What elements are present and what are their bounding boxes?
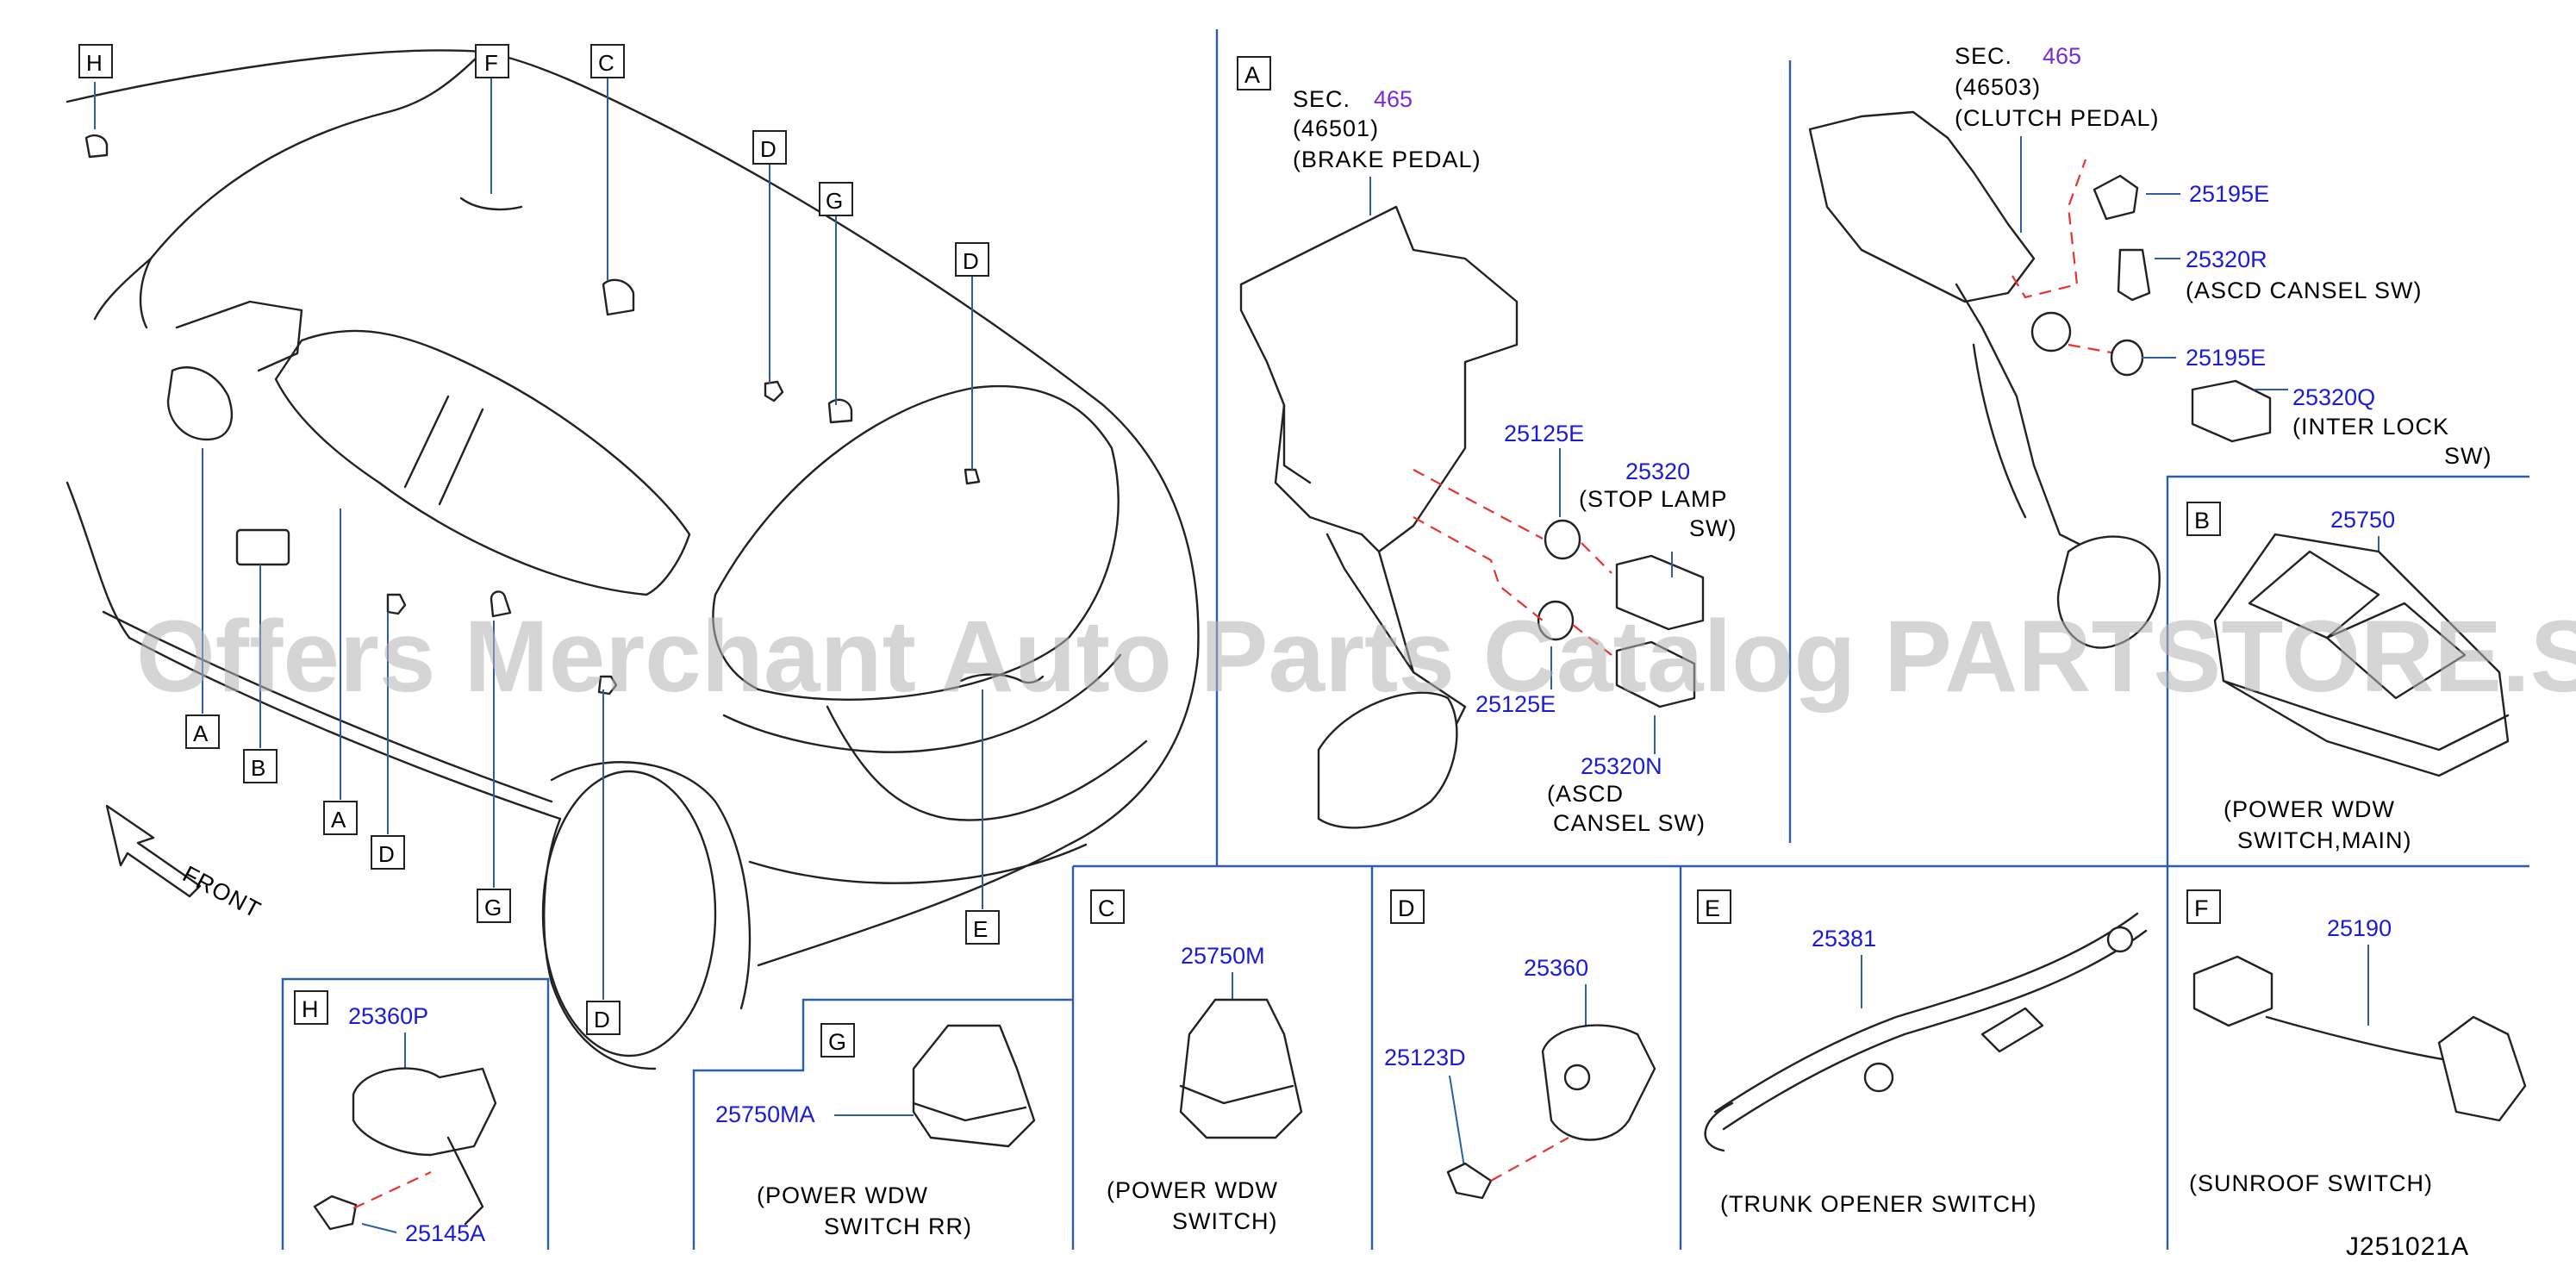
clutch-sub: (46503) xyxy=(1955,74,2041,100)
panel-a-letter: A xyxy=(1244,62,1261,88)
panel-b-caption-1: (POWER WDW xyxy=(2224,796,2395,822)
panel-d: D 25360 25123D xyxy=(1384,889,1656,1200)
panel-h: H 25360P 25145A xyxy=(294,990,497,1246)
callout-d3: D xyxy=(378,841,395,867)
part-25750ma: 25750MA xyxy=(715,1101,815,1127)
panel-b-caption-2: SWITCH,MAIN) xyxy=(2237,827,2411,853)
panel-a-sub: (46501) xyxy=(1293,115,1379,141)
ascd-label-2: CANSEL SW) xyxy=(1553,810,1706,836)
panel-b: B 25750 (POWER WDW SWITCH,MAIN) xyxy=(2186,502,2510,853)
panel-e-caption: (TRUNK OPENER SWITCH) xyxy=(1720,1191,2037,1217)
callout-f: F xyxy=(484,50,498,76)
part-25360: 25360 xyxy=(1524,955,1588,981)
panel-b-letter: B xyxy=(2194,508,2211,533)
vehicle-overview: FRONT xyxy=(65,49,1200,1070)
part-25381: 25381 xyxy=(1812,926,1876,951)
panel-f-caption: (SUNROOF SWITCH) xyxy=(2189,1170,2433,1196)
panel-a-sec: SEC. xyxy=(1293,86,1350,112)
callout-d2: D xyxy=(963,248,979,274)
clutch-sec-num: 465 xyxy=(2043,43,2081,69)
panel-e-letter: E xyxy=(1705,895,1721,921)
panel-e: E 25381 (TRUNK OPENER SWITCH) xyxy=(1697,889,2148,1217)
clutch-sec: SEC. xyxy=(1955,43,2012,69)
callout-d4: D xyxy=(594,1007,610,1033)
part-25360p: 25360P xyxy=(348,1003,428,1029)
part-25195e-top: 25195E xyxy=(2189,181,2269,207)
part-25320r: 25320R xyxy=(2186,246,2267,272)
front-arrow-icon xyxy=(105,804,202,898)
panel-a-name: (BRAKE PEDAL) xyxy=(1293,147,1481,172)
vehicle-callouts: H F C D G D A B A D G E D xyxy=(78,44,1000,1035)
stop-lamp-label-2: SW) xyxy=(1689,515,1737,541)
panel-c-letter: C xyxy=(1098,895,1116,921)
panel-a-sec-num: 465 xyxy=(1374,86,1413,112)
clutch-ascd-label: (ASCD CANSEL SW) xyxy=(2186,278,2423,303)
panel-a-brake-pedal: A SEC. 465 (46501) (BRAKE PEDAL) 25125E … xyxy=(1237,56,1737,836)
panel-g: G 25750MA (POWER WDW SWITCH RR) xyxy=(715,1023,1036,1239)
part-25750m: 25750M xyxy=(1181,943,1265,969)
panel-frames xyxy=(281,29,2529,1250)
front-label: FRONT xyxy=(178,861,265,923)
panel-d-letter: D xyxy=(1398,895,1416,921)
callout-a2: A xyxy=(331,807,346,833)
callout-h: H xyxy=(86,50,103,76)
ascd-label-1: (ASCD xyxy=(1547,781,1624,807)
part-25320: 25320 xyxy=(1625,459,1690,484)
part-25123d: 25123D xyxy=(1384,1045,1466,1070)
part-25125e-bottom: 25125E xyxy=(1475,691,1556,717)
panel-f: F 25190 (SUNROOF SWITCH) xyxy=(2186,889,2527,1196)
interlock-label-2: SW) xyxy=(2444,443,2492,469)
panel-clutch-pedal: SEC. 465 (46503) (CLUTCH PEDAL) 25195E 2… xyxy=(1808,43,2492,649)
callout-c: C xyxy=(598,50,614,76)
panel-g-caption-1: (POWER WDW xyxy=(757,1182,928,1208)
watermark: Offers Merchant Auto Parts Catalog PARTS… xyxy=(136,600,2576,714)
callout-d1: D xyxy=(760,136,777,162)
panel-c-caption-1: (POWER WDW xyxy=(1107,1177,1278,1203)
part-25195e-mid: 25195E xyxy=(2186,345,2266,371)
callout-e: E xyxy=(973,916,988,942)
panel-c-caption-2: SWITCH) xyxy=(1172,1208,1277,1234)
panel-g-caption-2: SWITCH RR) xyxy=(824,1213,972,1239)
part-25750: 25750 xyxy=(2330,507,2395,533)
panel-h-letter: H xyxy=(302,996,320,1022)
part-25320q: 25320Q xyxy=(2292,384,2375,410)
callout-g2: G xyxy=(484,895,502,920)
diagram-id: J251021A xyxy=(2346,1232,2469,1261)
panel-f-letter: F xyxy=(2194,895,2210,921)
part-25125e-top: 25125E xyxy=(1504,421,1584,446)
part-25145a: 25145A xyxy=(405,1220,485,1246)
panel-c: C 25750M (POWER WDW SWITCH) xyxy=(1090,889,1303,1234)
callout-a1: A xyxy=(193,721,209,746)
callout-g1: G xyxy=(826,188,843,214)
stop-lamp-label-1: (STOP LAMP xyxy=(1579,486,1728,512)
clutch-name: (CLUTCH PEDAL) xyxy=(1955,105,2160,131)
part-25190: 25190 xyxy=(2327,915,2392,941)
panel-g-letter: G xyxy=(828,1029,847,1055)
interlock-label-1: (INTER LOCK xyxy=(2292,414,2449,440)
part-25320n: 25320N xyxy=(1581,753,1662,779)
callout-b: B xyxy=(251,755,265,781)
